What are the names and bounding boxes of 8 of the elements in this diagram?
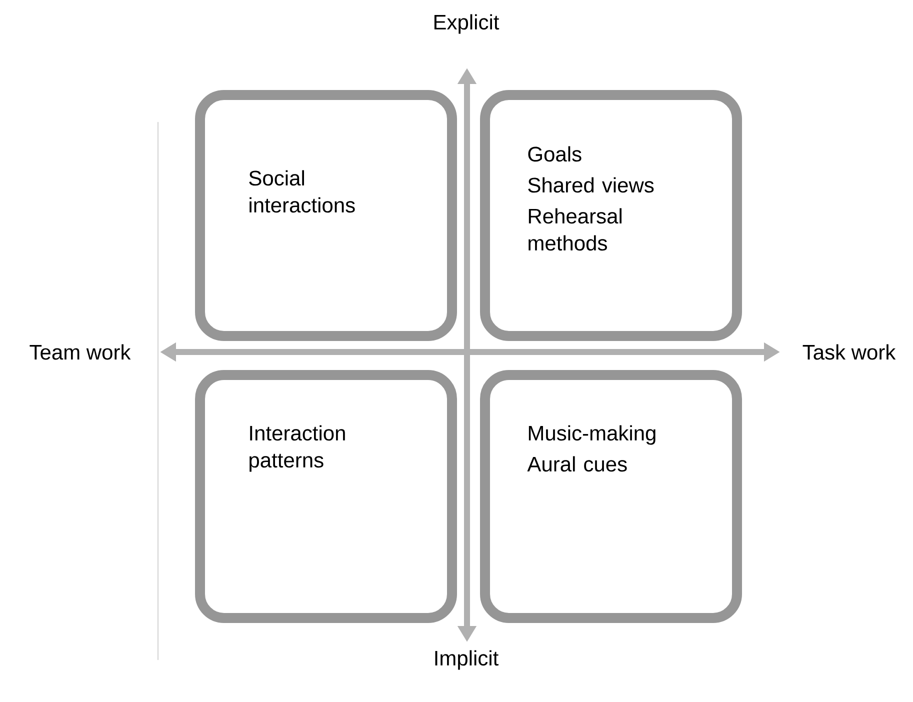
quadrant-box: Goals Shared views Rehearsal methods [480,90,742,341]
axis-label: Team work [30,344,131,360]
quadrant-box: Social interactions [195,90,457,341]
axis-label: Explicit [434,14,500,34]
quadrant-box: Music-making Aural cues [480,370,742,623]
axis-label: Implicit [435,650,498,670]
axis-label: Task work [802,344,896,360]
quadrant-box: Interaction patterns [195,370,457,623]
